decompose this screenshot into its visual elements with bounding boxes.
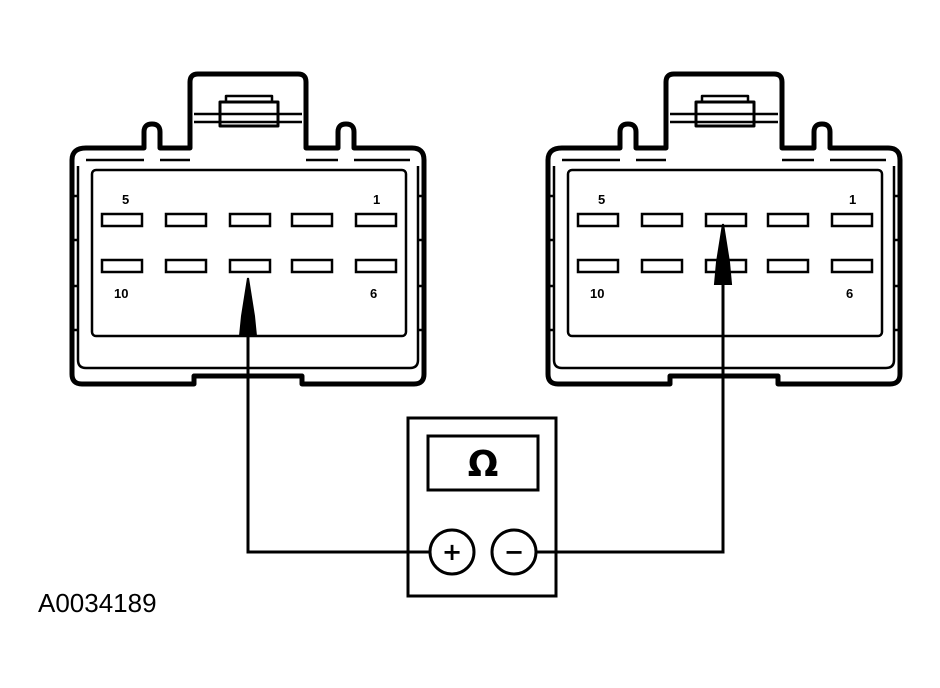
pin-slot [640, 212, 684, 228]
pin-slot [354, 212, 398, 228]
connector-left-pins [100, 212, 398, 274]
pin-slot [354, 258, 398, 274]
pin-slot [640, 258, 684, 274]
pin-slot [576, 258, 620, 274]
pin-slot [100, 212, 144, 228]
connector-right-latch-cap [700, 94, 750, 102]
probe-tip-right [713, 223, 733, 285]
connector-right-latch-frame [670, 112, 778, 124]
pin-slot [100, 258, 144, 274]
connector-left-latch-cap [224, 94, 274, 102]
pin-slot [228, 212, 272, 228]
connector-right-label-1: 1 [849, 192, 856, 207]
connector-left-housing [69, 71, 427, 387]
connector-right-label-6: 6 [846, 286, 853, 301]
connector-left-latch [218, 100, 280, 128]
pin-slot [704, 212, 748, 228]
connector-right-label-5: 5 [598, 192, 605, 207]
connector-right-housing [545, 71, 903, 387]
negative-terminal-symbol: − [504, 538, 524, 566]
pin-slot [576, 212, 620, 228]
connector-left-label-1: 1 [373, 192, 380, 207]
ohmmeter [406, 416, 558, 598]
negative-terminal [490, 528, 538, 576]
connector-left-label-5: 5 [122, 192, 129, 207]
connector-left-label-6: 6 [370, 286, 377, 301]
positive-lead-wire [246, 330, 430, 554]
connector-left-label-10: 10 [114, 286, 128, 301]
ohmmeter-display [426, 434, 540, 492]
positive-terminal [428, 528, 476, 576]
connector-left [69, 71, 427, 387]
pin-slot [164, 258, 208, 274]
test-leads [246, 282, 725, 554]
pin-slot [830, 258, 874, 274]
positive-terminal-symbol: + [442, 538, 462, 566]
connector-left-latch-frame [194, 112, 302, 124]
connector-right-latch [694, 100, 756, 128]
ohmmeter-body [406, 416, 558, 598]
negative-lead-wire [536, 282, 725, 554]
figure-id: A0034189 [38, 588, 157, 618]
connector-left-side-ribs [72, 194, 424, 332]
connector-right [545, 71, 903, 387]
connector-right-face [566, 168, 884, 338]
pin-slot [164, 212, 208, 228]
pin-slot [228, 258, 272, 274]
connector-right-side-ribs [548, 194, 900, 332]
ohm-symbol: Ω [468, 444, 499, 485]
pin-slot [766, 258, 810, 274]
pin-slot [290, 258, 334, 274]
connector-right-label-10: 10 [590, 286, 604, 301]
pin-slot [766, 212, 810, 228]
pin-slot [290, 212, 334, 228]
probe-tip-left [238, 277, 258, 337]
pin-slot [830, 212, 874, 228]
